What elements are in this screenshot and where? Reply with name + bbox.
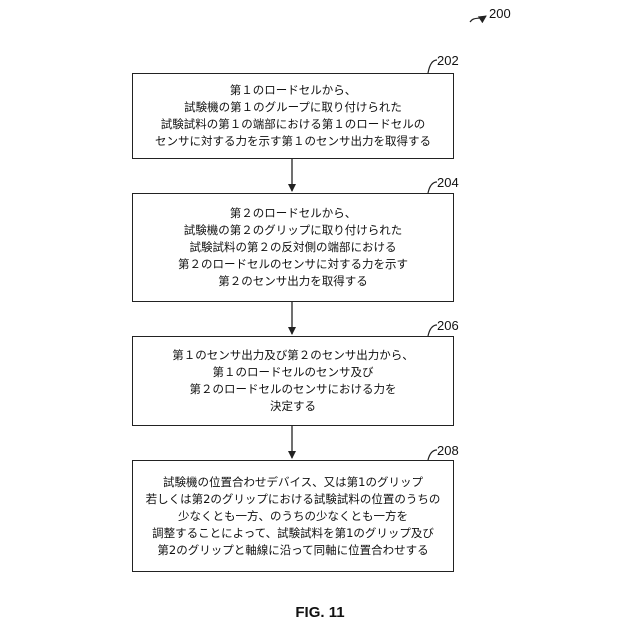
step-206-line-3: 第２のロードセルのセンサにおける力を xyxy=(190,381,397,398)
step-208-line-1: 試験機の位置合わせデバイス、又は第1のグリップ xyxy=(163,474,423,491)
step-204-line-3: 試験試料の第２の反対側の端部における xyxy=(190,239,397,256)
step-208-line-3: 少なくとも一方、のうちの少なくとも一方を xyxy=(178,508,408,525)
step-204-line-4: 第２のロードセルのセンサに対する力を示す xyxy=(178,256,408,273)
step-202-line-1: 第１のロードセルから、 xyxy=(230,82,357,99)
ref-leader-204 xyxy=(428,182,437,193)
figure-ref-number: 200 xyxy=(489,6,511,21)
step-208-line-2: 若しくは第2のグリップにおける試験試料の位置のうちの xyxy=(146,491,441,508)
step-202-line-4: センサに対する力を示す第１のセンサ出力を取得する xyxy=(155,133,431,150)
step-box-202: 第１のロードセルから、 試験機の第１のグループに取り付けられた 試験試料の第１の… xyxy=(132,73,454,159)
step-ref-202: 202 xyxy=(437,53,459,68)
ref-leader-202 xyxy=(428,60,437,73)
step-206-line-2: 第１のロードセルのセンサ及び xyxy=(213,364,374,381)
step-204-line-1: 第２のロードセルから、 xyxy=(230,205,357,222)
step-202-line-3: 試験試料の第１の端部における第１のロードセルの xyxy=(161,116,426,133)
step-box-204: 第２のロードセルから、 試験機の第２のグリップに取り付けられた 試験試料の第２の… xyxy=(132,193,454,302)
step-204-line-2: 試験機の第２のグリップに取り付けられた xyxy=(184,222,403,239)
step-box-208: 試験機の位置合わせデバイス、又は第1のグリップ 若しくは第2のグリップにおける試… xyxy=(132,460,454,572)
step-box-206: 第１のセンサ出力及び第２のセンサ出力から、 第１のロードセルのセンサ及び 第２の… xyxy=(132,336,454,426)
step-ref-206: 206 xyxy=(437,318,459,333)
step-ref-208: 208 xyxy=(437,443,459,458)
step-208-line-5: 第2のグリップと軸線に沿って同軸に位置合わせする xyxy=(157,542,428,559)
step-204-line-5: 第２のセンサ出力を取得する xyxy=(218,273,368,290)
step-ref-204: 204 xyxy=(437,175,459,190)
step-206-line-1: 第１のセンサ出力及び第２のセンサ出力から、 xyxy=(172,347,414,364)
figure-ref-leader xyxy=(470,16,486,22)
ref-leader-208 xyxy=(428,450,437,460)
step-202-line-2: 試験機の第１のグループに取り付けられた xyxy=(184,99,402,116)
figure-caption: FIG. 11 xyxy=(0,604,640,621)
ref-leader-206 xyxy=(428,325,437,336)
step-206-line-4: 決定する xyxy=(270,398,316,415)
step-208-line-4: 調整することによって、試験試料を第1のグリップ及び xyxy=(152,525,434,542)
